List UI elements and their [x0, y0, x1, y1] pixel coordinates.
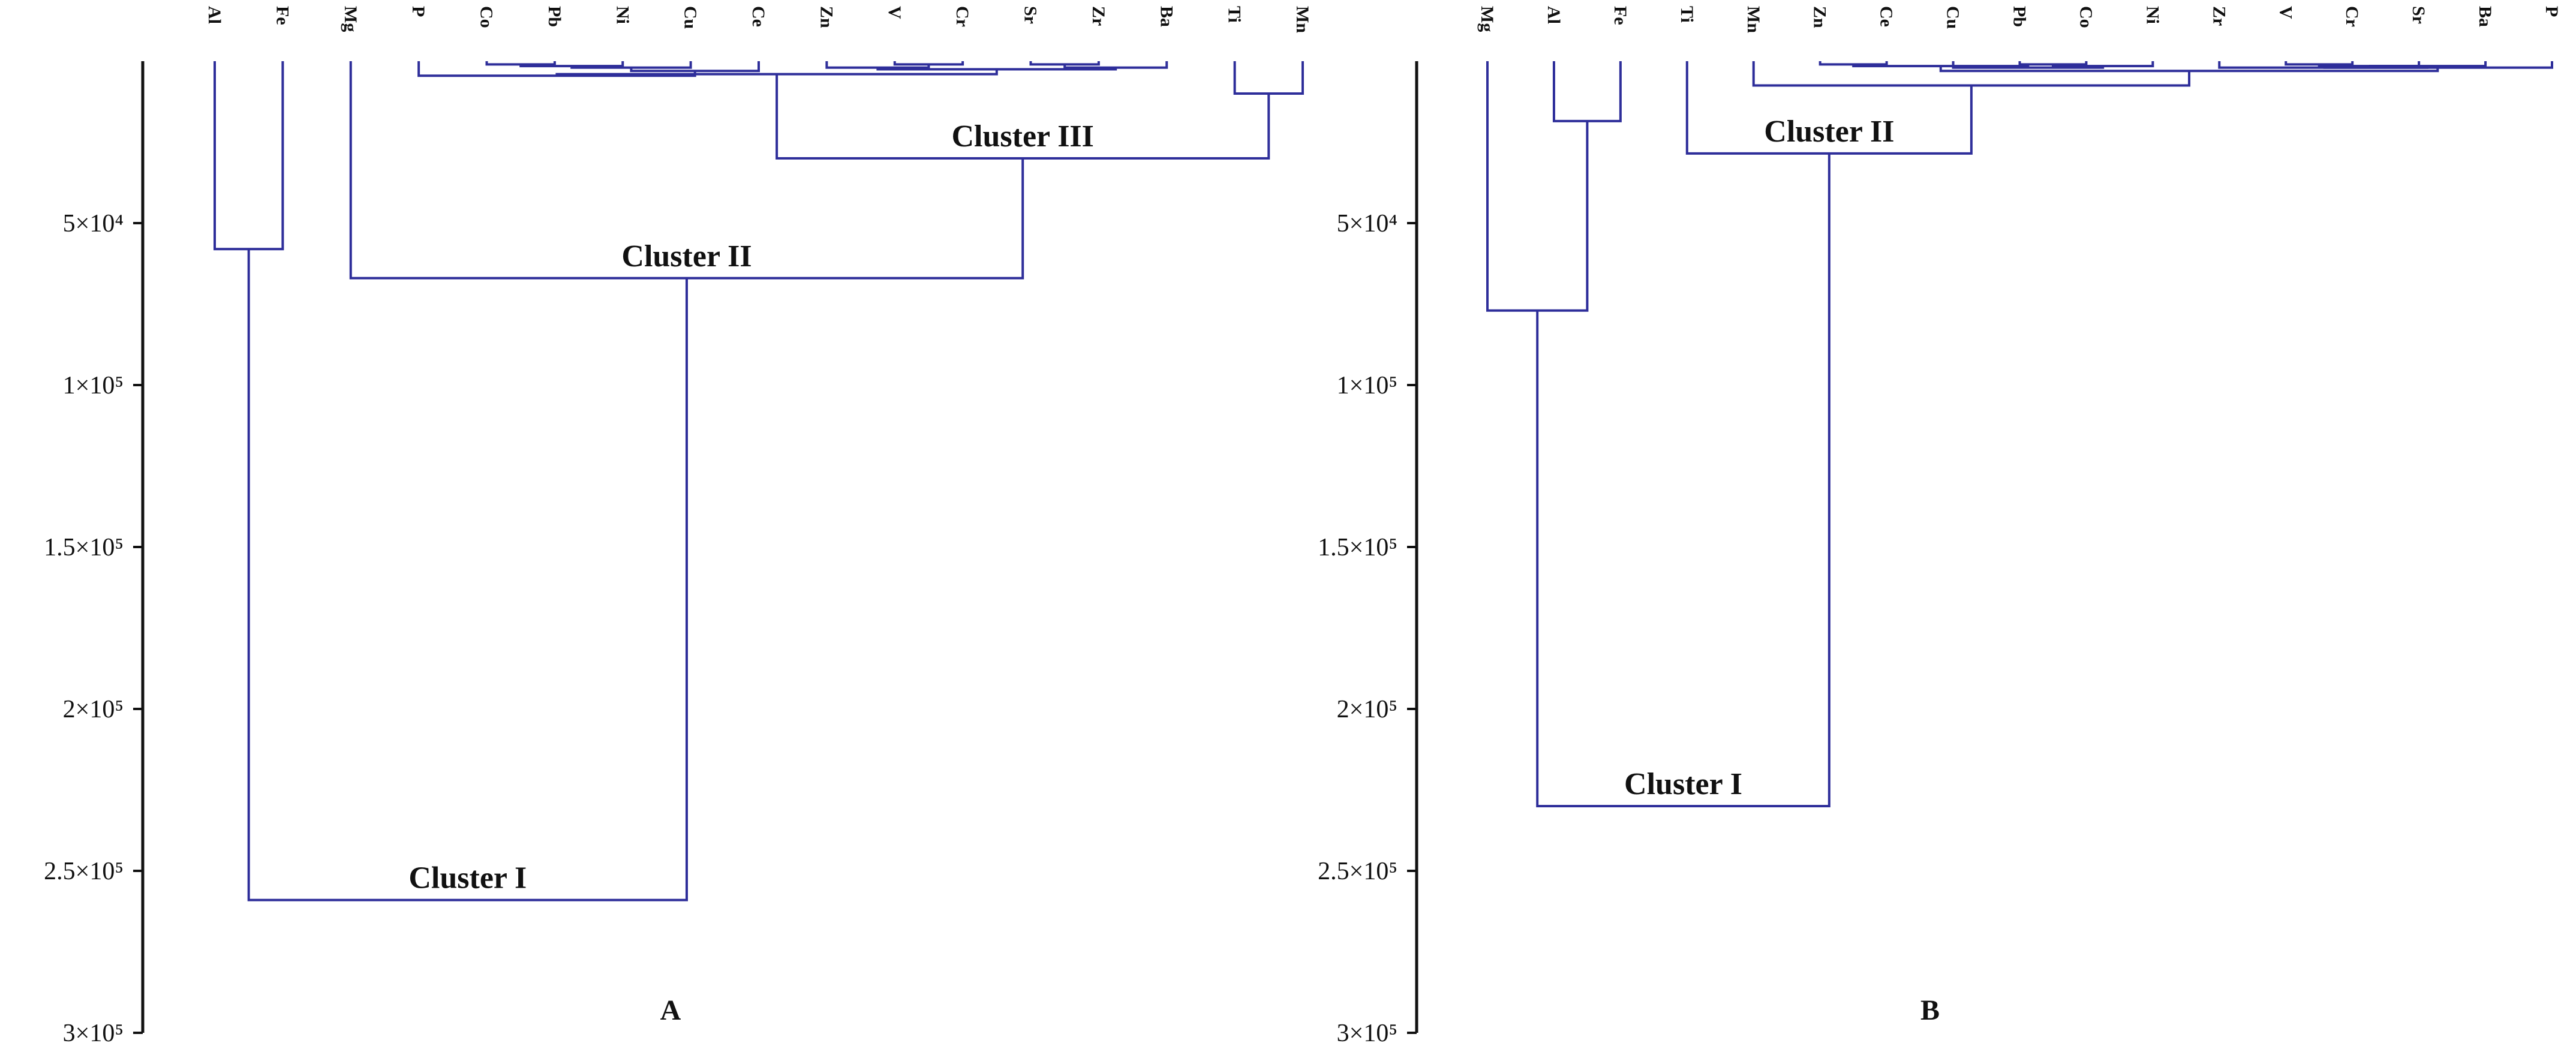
leaf-label-fe: Fe [272, 6, 292, 25]
dendrogram-link [630, 61, 760, 73]
leaf-label-al: Al [1544, 6, 1564, 24]
dendrogram-link [1536, 153, 1830, 807]
dendrogram-link [570, 61, 692, 69]
leaf-label-p: P [408, 6, 428, 17]
panel-label-a: A [660, 994, 681, 1026]
y-tick-label: 1.5×10⁵ [1318, 534, 1397, 561]
leaf-label-cr: Cr [2342, 6, 2362, 27]
y-tick-label: 1.5×10⁵ [44, 534, 124, 561]
y-tick-label: 2×10⁵ [1337, 696, 1397, 723]
leaf-label-mn: Mn [1744, 6, 1763, 33]
cluster-label: Cluster III [952, 119, 1094, 154]
leaf-label-ba: Ba [1156, 6, 1176, 27]
leaf-label-v: V [885, 6, 904, 19]
dendrogram-link [1029, 61, 1100, 66]
y-tick-label: 1×10⁵ [1337, 372, 1397, 399]
cluster-label: Cluster I [1624, 767, 1742, 801]
panel-label-b: B [1920, 994, 1940, 1026]
panel-a-dendrogram: 5×10⁴ 1×10⁵ 1.5×10⁵ 2×10⁵ 2.5×10⁵ 3×10⁵ Al Fe Mg… [44, 6, 1312, 1047]
leaf-label-p: P [2542, 6, 2562, 17]
leaf-label-co: Co [2076, 6, 2096, 28]
leaf-label-ce: Ce [1877, 6, 1896, 27]
dendrogram-link [2323, 61, 2553, 69]
dendrogram-link [2368, 61, 2487, 68]
y-tick-label: 2.5×10⁵ [1318, 858, 1397, 885]
panel-b-dendrogram: 5×10⁴ 1×10⁵ 1.5×10⁵ 2×10⁵ 2.5×10⁵ 3×10⁵ Mg Al Fe… [1318, 6, 2562, 1047]
leaf-label-co: Co [477, 6, 497, 28]
leaf-label-fe: Fe [1610, 6, 1630, 25]
dendrogram-link [1818, 61, 1888, 66]
y-tick-label: 5×10⁴ [63, 210, 124, 238]
leaf-label-al: Al [205, 6, 224, 24]
leaf-label-cr: Cr [952, 6, 972, 27]
leaf-label-ni: Ni [612, 6, 632, 24]
leaf-label-ti: Ti [1677, 6, 1697, 23]
leaf-label-zr: Zr [1089, 6, 1108, 26]
y-tick-label: 2×10⁵ [63, 696, 124, 723]
dendrogram-link [1486, 61, 1589, 312]
leaf-label-v: V [2276, 6, 2295, 19]
cluster-label: Cluster I [408, 861, 527, 895]
leaf-label-ce: Ce [749, 6, 768, 27]
cluster-label: Cluster II [1764, 115, 1894, 149]
y-tick-label: 5×10⁴ [1337, 210, 1397, 238]
cluster-label: Cluster II [621, 239, 752, 273]
dendrogram-link [893, 61, 964, 66]
leaf-label-zr: Zr [2209, 6, 2229, 26]
leaf-label-pb: Pb [545, 6, 564, 27]
leaf-label-cu: Cu [681, 6, 701, 29]
dendrogram-link [2285, 61, 2354, 66]
leaf-label-zn: Zn [816, 6, 836, 28]
leaf-label-ba: Ba [2475, 6, 2495, 27]
dendrogram-link [2018, 61, 2088, 66]
leaf-label-sr: Sr [1021, 6, 1041, 24]
leaf-label-sr: Sr [2409, 6, 2428, 24]
leaf-label-pb: Pb [2010, 6, 2030, 27]
leaf-label-mg: Mg [1477, 6, 1497, 32]
dendrogram-link [1552, 61, 1622, 122]
y-tick-label: 2.5×10⁵ [44, 858, 124, 885]
leaf-label-mg: Mg [341, 6, 360, 32]
y-tick-label: 3×10⁵ [63, 1020, 124, 1047]
dendrogram-link [214, 61, 284, 251]
leaf-label-mn: Mn [1292, 6, 1312, 33]
y-tick-label: 3×10⁵ [1337, 1020, 1397, 1047]
leaf-label-ti: Ti [1225, 6, 1245, 23]
leaf-label-cu: Cu [1943, 6, 1963, 29]
dendrogram-link [247, 249, 688, 901]
dendrogram-link [1233, 61, 1304, 95]
leaf-label-ni: Ni [2142, 6, 2162, 24]
y-tick-label: 1×10⁵ [63, 372, 124, 399]
leaf-label-zn: Zn [1810, 6, 1830, 28]
dendrogram-link [485, 61, 556, 66]
